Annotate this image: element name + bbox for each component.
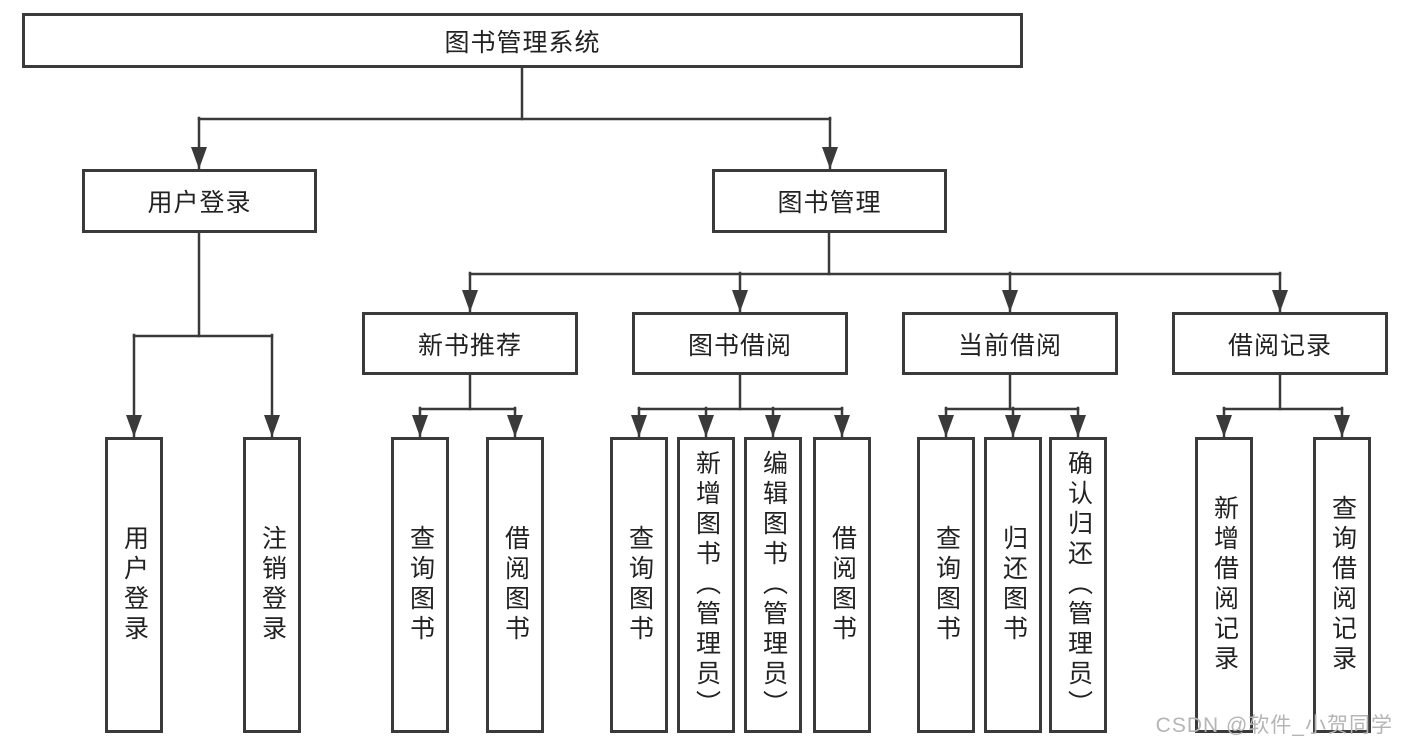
node-current-borrow-label: 当前借阅 xyxy=(957,331,1062,360)
leaf-query-borrow-record-label: 查询借阅记录 xyxy=(1328,495,1357,675)
leaf-add-borrow-record-label: 新增借阅记录 xyxy=(1210,495,1239,675)
node-borrow-records-label: 借阅记录 xyxy=(1227,331,1332,360)
leaf-logout-label: 注销登录 xyxy=(258,525,287,645)
csdn-watermark: CSDN @软件_小贺同学 xyxy=(1155,714,1393,737)
leaf-borrow-books-label: 借阅图书 xyxy=(828,525,857,645)
leaf-user-login: 用户登录 xyxy=(105,437,163,733)
node-book-management-group: 图书管理 xyxy=(712,169,947,233)
node-new-book-recommend: 新书推荐 xyxy=(362,312,578,375)
leaf-confirm-return-admin-label: 确认归还（管理员） xyxy=(1064,450,1093,720)
leaf-add-book-admin-label: 新增图书（管理员） xyxy=(692,450,721,720)
node-current-borrow: 当前借阅 xyxy=(902,312,1118,375)
leaf-return-book: 归还图书 xyxy=(984,437,1042,733)
node-root-system: 图书管理系统 xyxy=(22,13,1023,68)
node-book-borrow: 图书借阅 xyxy=(632,312,848,375)
leaf-confirm-return-admin: 确认归还（管理员） xyxy=(1049,437,1107,733)
leaf-query-books-current-label: 查询图书 xyxy=(932,525,961,645)
node-user-login-group-label: 用户登录 xyxy=(147,189,252,217)
leaf-logout: 注销登录 xyxy=(243,437,301,733)
node-borrow-records: 借阅记录 xyxy=(1172,312,1388,375)
leaf-query-books-recommend-label: 查询图书 xyxy=(406,525,435,645)
leaf-return-book-label: 归还图书 xyxy=(999,525,1028,645)
node-root-system-label: 图书管理系统 xyxy=(444,28,601,57)
leaf-query-books-borrow: 查询图书 xyxy=(610,437,668,733)
leaf-borrow-books-recommend-label: 借阅图书 xyxy=(501,525,530,645)
leaf-borrow-books-recommend: 借阅图书 xyxy=(486,437,544,733)
leaf-edit-book-admin-label: 编辑图书（管理员） xyxy=(759,450,788,720)
leaf-query-books-recommend: 查询图书 xyxy=(391,437,449,733)
leaf-add-book-admin: 新增图书（管理员） xyxy=(677,437,735,733)
node-new-book-recommend-label: 新书推荐 xyxy=(417,331,522,360)
node-user-login-group: 用户登录 xyxy=(82,169,317,233)
leaf-borrow-books: 借阅图书 xyxy=(813,437,871,733)
leaf-add-borrow-record: 新增借阅记录 xyxy=(1195,437,1253,733)
leaf-edit-book-admin: 编辑图书（管理员） xyxy=(744,437,802,733)
leaf-query-borrow-record: 查询借阅记录 xyxy=(1313,437,1371,733)
node-book-borrow-label: 图书借阅 xyxy=(687,331,792,360)
leaf-query-books-current: 查询图书 xyxy=(917,437,975,733)
leaf-user-login-label: 用户登录 xyxy=(120,525,149,645)
node-book-management-group-label: 图书管理 xyxy=(777,189,882,217)
leaf-query-books-borrow-label: 查询图书 xyxy=(625,525,654,645)
